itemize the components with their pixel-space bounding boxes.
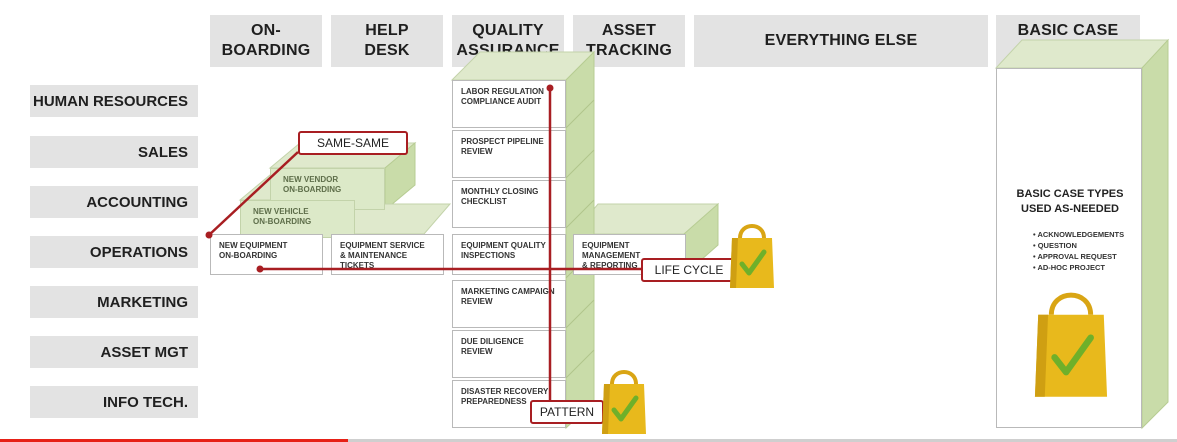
callout-life-cycle: LIFE CYCLE <box>641 258 737 282</box>
row-header-asset-mgt: ASSET MGT <box>30 336 198 368</box>
basic-case-types-title: BASIC CASE TYPES USED AS-NEEDED <box>1016 188 1124 215</box>
row-header-sales: SALES <box>30 136 198 168</box>
connector-dot <box>256 265 264 273</box>
list-item: AD-HOC PROJECT <box>1033 262 1124 273</box>
video-progress-track[interactable] <box>0 439 1177 442</box>
qa-cell-marketing-campaign: MARKETING CAMPAIGN REVIEW <box>452 280 566 328</box>
list-item: APPROVAL REQUEST <box>1033 251 1124 262</box>
column-header-help-desk: HELP DESK <box>331 15 443 67</box>
column-header-onboarding: ON- BOARDING <box>210 15 322 67</box>
shopping-bag-check-icon <box>602 370 646 434</box>
row-header-operations: OPERATIONS <box>30 236 198 268</box>
basic-case-types-list: ACKNOWLEDGEMENTS QUESTION APPROVAL REQUE… <box>1033 229 1124 273</box>
basic-box-side <box>1141 38 1169 430</box>
shopping-bag-check-icon <box>730 224 774 288</box>
callout-pattern: PATTERN <box>530 400 604 424</box>
callout-same-same: SAME-SAME <box>298 131 408 155</box>
row-header-accounting: ACCOUNTING <box>30 186 198 218</box>
row-header-marketing: MARKETING <box>30 286 198 318</box>
row-header-human-resources: HUMAN RESOURCES <box>30 85 198 117</box>
list-item: ACKNOWLEDGEMENTS <box>1033 229 1124 240</box>
video-progress-fill <box>0 439 348 442</box>
list-item: QUESTION <box>1033 240 1124 251</box>
qa-cell-prospect-pipeline: PROSPECT PIPELINE REVIEW <box>452 130 566 178</box>
qa-cell-due-diligence: DUE DILIGENCE REVIEW <box>452 330 566 378</box>
row-header-info-tech: INFO TECH. <box>30 386 198 418</box>
connector-dot <box>546 84 554 92</box>
shopping-bag-check-icon <box>1034 292 1108 397</box>
qa-cell-monthly-closing: MONTHLY CLOSING CHECKLIST <box>452 180 566 228</box>
connector-dot <box>205 231 213 239</box>
column-header-asset-tracking: ASSET TRACKING <box>573 15 685 67</box>
onboarding-layer-vehicle: NEW VEHICLE ON-BOARDING <box>240 200 355 238</box>
column-header-everything-else: EVERYTHING ELSE <box>694 15 988 67</box>
same-same-connector <box>208 151 299 236</box>
